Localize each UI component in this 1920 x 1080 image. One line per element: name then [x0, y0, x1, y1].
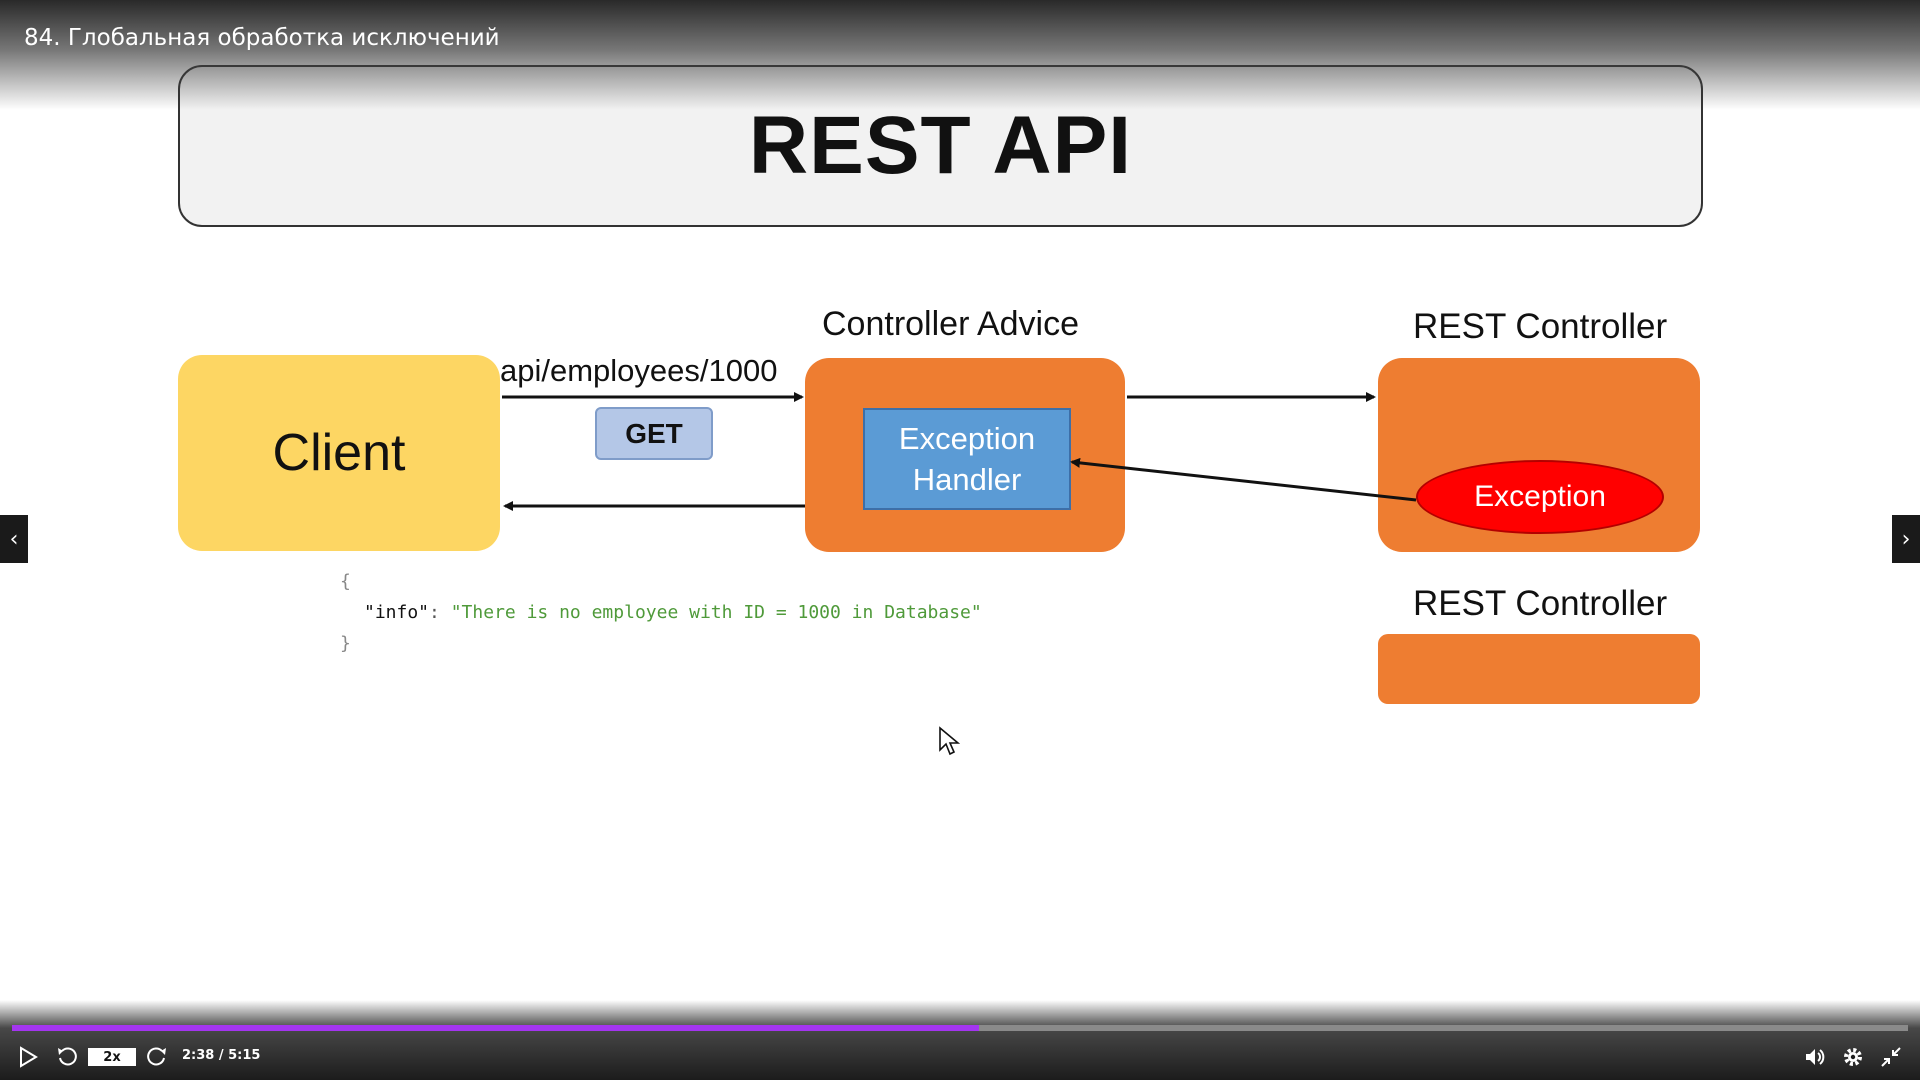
settings-button[interactable]: [1842, 1045, 1864, 1069]
json-value: "There is no employee with ID = 1000 in …: [450, 602, 982, 623]
exception-handler-box: Exception Handler: [863, 408, 1071, 510]
video-title: 84. Глобальная обработка исключений: [24, 25, 500, 51]
exception-handler-label: Exception Handler: [898, 421, 1036, 497]
json-close-brace: }: [340, 633, 351, 654]
playback-speed-button[interactable]: 2x: [88, 1048, 136, 1066]
volume-icon: [1806, 1049, 1825, 1065]
exception-arrow: [1070, 457, 1417, 502]
lecture-slide: REST API Client api/employees/1000 GET C…: [178, 65, 1703, 704]
play-button[interactable]: [18, 1045, 38, 1069]
forward-button[interactable]: [146, 1045, 168, 1069]
json-colon: :: [429, 602, 451, 623]
flow-arrows: [502, 392, 1417, 511]
cursor-icon: [938, 726, 961, 760]
json-key: "info": [364, 602, 430, 623]
controller-advice-label: Controller Advice: [822, 305, 1080, 343]
chevron-right-icon: ›: [1901, 526, 1911, 552]
progress-fill: [12, 1025, 979, 1031]
progress-bar[interactable]: [12, 1025, 1908, 1031]
time-display: 2:38 / 5:15: [182, 1048, 261, 1063]
request-url-label: api/employees/1000: [500, 353, 778, 388]
client-label: Client: [272, 424, 406, 482]
rewind-button[interactable]: [56, 1045, 78, 1069]
exit-fullscreen-button[interactable]: [1880, 1045, 1902, 1069]
next-lecture-button[interactable]: ›: [1892, 515, 1920, 563]
client-box: Client: [178, 355, 500, 551]
player-controls-bar: [0, 1000, 1920, 1080]
volume-button[interactable]: [1804, 1045, 1826, 1069]
exception-ellipse: Exception: [1416, 460, 1664, 534]
video-top-bar: [0, 0, 1920, 110]
settings-icon: [1844, 1048, 1862, 1066]
rest-controller-label-1: REST Controller: [1413, 307, 1668, 346]
play-icon: [20, 1046, 38, 1068]
rewind-icon: [58, 1047, 77, 1066]
previous-lecture-button[interactable]: ‹: [0, 515, 28, 563]
json-response: { "info": "There is no employee with ID …: [340, 566, 982, 659]
forward-icon: [147, 1047, 166, 1066]
exit-fullscreen-icon: [1881, 1047, 1901, 1067]
rest-controller-label-2: REST Controller: [1413, 584, 1668, 623]
exception-label: Exception: [1474, 480, 1606, 513]
get-method-badge: GET: [595, 407, 713, 460]
json-open-brace: {: [340, 571, 351, 592]
rest-controller-box-2: [1378, 634, 1700, 704]
chevron-left-icon: ‹: [9, 526, 19, 552]
slide-title: REST API: [748, 100, 1133, 191]
